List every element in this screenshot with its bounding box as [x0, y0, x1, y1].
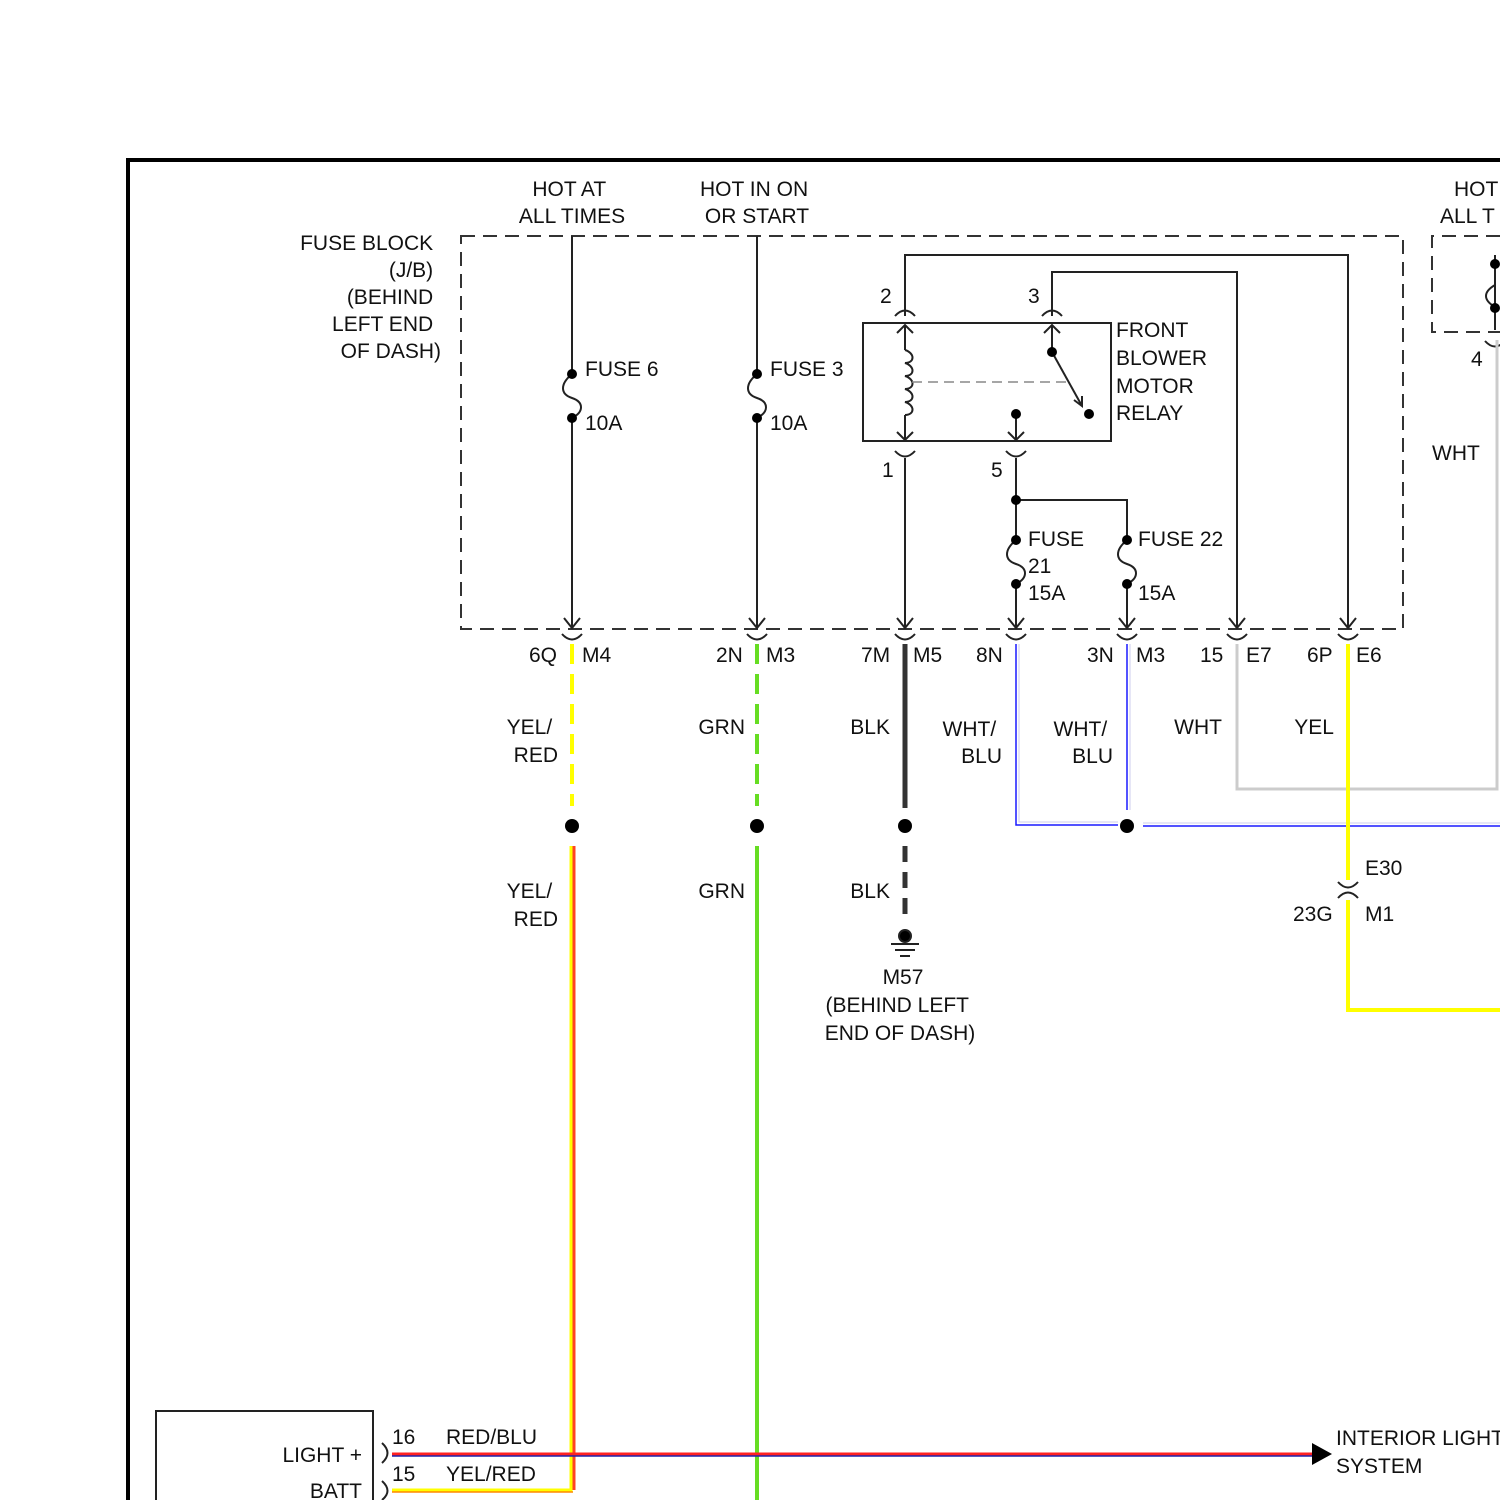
fuse6-dot-bottom [567, 413, 577, 423]
module-pin15: 15 [392, 1463, 415, 1486]
conn-m1: M1 [1365, 903, 1394, 926]
wire-label-grn-lower: GRN [698, 880, 745, 903]
fuse6-rating: 10A [585, 412, 622, 435]
relay-switch-fixed [1011, 409, 1021, 419]
fuse3-rating: 10A [770, 412, 807, 435]
wire-yel-red-lower [392, 846, 571, 1490]
ground-symbol-icon [891, 930, 919, 956]
wire-label-grn-upper: GRN [698, 716, 745, 739]
splice-wht-blu [1120, 819, 1134, 833]
right-pin4-label: 4 [1471, 348, 1483, 371]
relay-pin5-label: 5 [991, 459, 1003, 482]
right-partial-boundary [1432, 236, 1500, 332]
relay-pin1-label: 1 [882, 459, 894, 482]
wire-label-yel-red-lower: YEL/ RED [507, 880, 558, 931]
conn-6q: 6Q [529, 644, 557, 667]
relay-pin2-label: 2 [880, 285, 892, 308]
wire-label-wht-blu-right: WHT/ BLU [1054, 718, 1114, 768]
relay-switch-pivot [1047, 347, 1057, 357]
conn-7m: 7M [861, 644, 890, 667]
fuse22-dot-bottom [1122, 579, 1132, 589]
ground-location: (BEHIND LEFT END OF DASH) [825, 994, 976, 1045]
fuse6-name: FUSE 6 [585, 358, 659, 381]
fuse3-circuit [747, 236, 767, 640]
ground-id: M57 [883, 966, 924, 989]
relay-coil [897, 325, 913, 440]
conn-6p: 6P [1307, 644, 1333, 667]
wire-label-wht-blu-left: WHT/ BLU [943, 718, 1003, 768]
conn-e6: E6 [1356, 644, 1382, 667]
wire-label-wht-right: WHT [1432, 442, 1480, 465]
conn-m4: M4 [582, 644, 611, 667]
wire-label-blk-upper: BLK [850, 716, 890, 739]
wire-wht [1237, 340, 1497, 789]
fuse21-dot-bottom [1011, 579, 1021, 589]
arrow-right-icon [1312, 1443, 1332, 1465]
right-dot-top [1490, 259, 1500, 269]
blower-relay-label: FRONT BLOWER MOTOR RELAY [1116, 319, 1213, 425]
fuse6-dot-top [567, 369, 577, 379]
wire-label-yel-red-bottom: YEL/RED [446, 1463, 536, 1486]
fuse3-dot-bottom [752, 413, 762, 423]
conn-e30: E30 [1365, 857, 1402, 880]
conn-23g: 23G [1293, 903, 1333, 926]
conn-m5: M5 [913, 644, 942, 667]
conn-2n: 2N [716, 644, 743, 667]
blower-relay-body [863, 323, 1111, 441]
conn-m3b: M3 [1136, 644, 1165, 667]
fuse22-name: FUSE 22 [1138, 528, 1223, 551]
conn-3n: 3N [1087, 644, 1114, 667]
fuse21-name: FUSE 21 [1028, 528, 1090, 578]
wire-label-blk-lower: BLK [850, 880, 890, 903]
fuse-block-label: FUSE BLOCK (J/B) (BEHIND LEFT END OF DAS… [300, 232, 441, 363]
hot-at-all-times-label: HOT AT ALL TIMES [519, 178, 625, 228]
fuse22-dot-top [1122, 535, 1132, 545]
relay-pin5-junction [1011, 495, 1021, 505]
fuse6-circuit [562, 236, 582, 640]
fuse3-name: FUSE 3 [770, 358, 844, 381]
splice-yel-red [565, 819, 579, 833]
relay-switch-contact [1084, 409, 1094, 419]
fuse21-dot-top [1011, 535, 1021, 545]
fuse22-rating: 15A [1138, 582, 1175, 605]
wire-label-wht: WHT [1174, 716, 1222, 739]
splice-grn [750, 819, 764, 833]
relay-pin1-wire [895, 451, 915, 640]
fuse21-rating: 15A [1028, 582, 1065, 605]
wire-label-yel-red-upper: YEL/ RED [507, 716, 558, 767]
module-light-label: LIGHT + [282, 1444, 362, 1467]
wire-label-red-blu: RED/BLU [446, 1426, 537, 1449]
conn-8n: 8N [976, 644, 1003, 667]
relay-pin3-label: 3 [1028, 285, 1040, 308]
hot-in-on-label: HOT IN ON OR START [700, 178, 814, 228]
interior-light-system-label: INTERIOR LIGHT SYSTEM [1336, 1427, 1500, 1478]
wire-label-yel: YEL [1294, 716, 1334, 739]
fuse3-dot-top [752, 369, 762, 379]
conn-m3a: M3 [766, 644, 795, 667]
module-batt-label: BATT [310, 1480, 362, 1500]
module-pin-connectors [382, 1443, 388, 1500]
module-pin16: 16 [392, 1426, 415, 1449]
conn-15: 15 [1200, 644, 1223, 667]
hot-right-partial-label: HOT ALL T [1440, 178, 1500, 228]
splice-blk [898, 819, 912, 833]
connector-e30-icon [1338, 882, 1358, 898]
conn-e7: E7 [1246, 644, 1272, 667]
right-dot-bottom [1490, 303, 1500, 313]
